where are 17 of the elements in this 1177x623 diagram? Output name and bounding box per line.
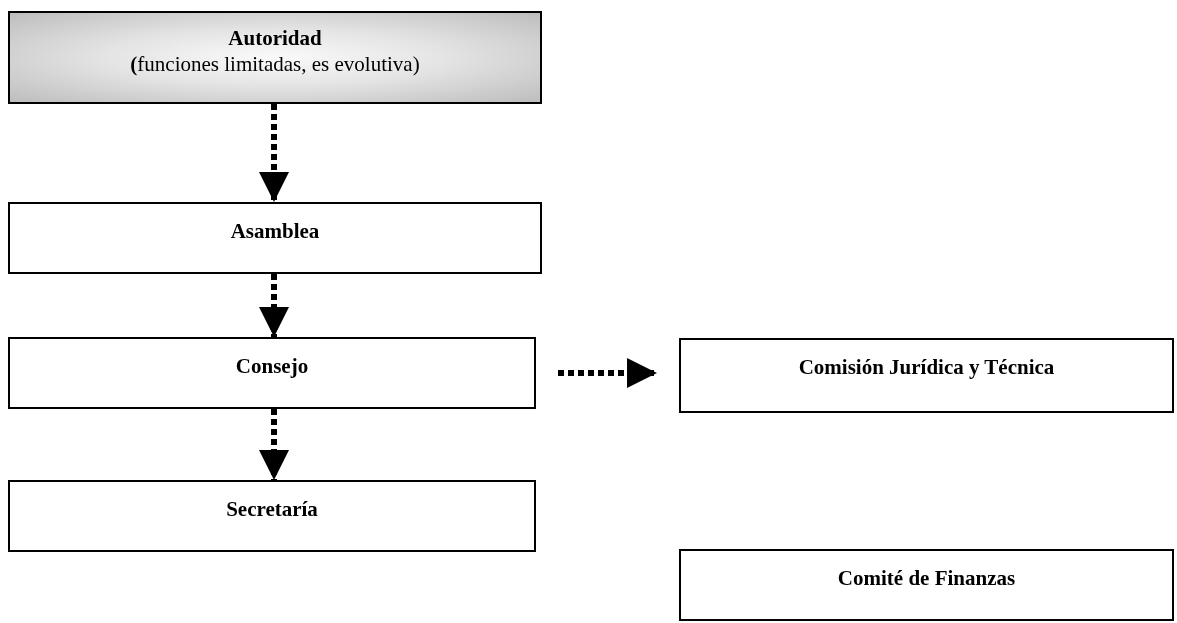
dotted-arrow <box>259 104 289 202</box>
box-title: Secretaría <box>226 496 318 522</box>
dotted-arrow <box>259 409 289 480</box>
dotted-arrow <box>259 274 289 337</box>
box-subtitle: (funciones limitadas, es evolutiva) <box>130 51 420 77</box>
shaded-box <box>8 11 542 104</box>
box-title: Comisión Jurídica y Técnica <box>798 354 1055 380</box>
org-box <box>8 337 536 409</box>
box-title: Asamblea <box>230 218 320 244</box>
box-title: Comité de Finanzas <box>837 565 1016 591</box>
org-box <box>8 480 536 552</box>
box-title: Consejo <box>235 353 309 379</box>
org-box <box>679 338 1174 413</box>
dotted-arrow <box>558 358 657 388</box>
box-title: Autoridad <box>228 25 322 51</box>
org-box <box>679 549 1174 621</box>
org-box <box>8 202 542 274</box>
